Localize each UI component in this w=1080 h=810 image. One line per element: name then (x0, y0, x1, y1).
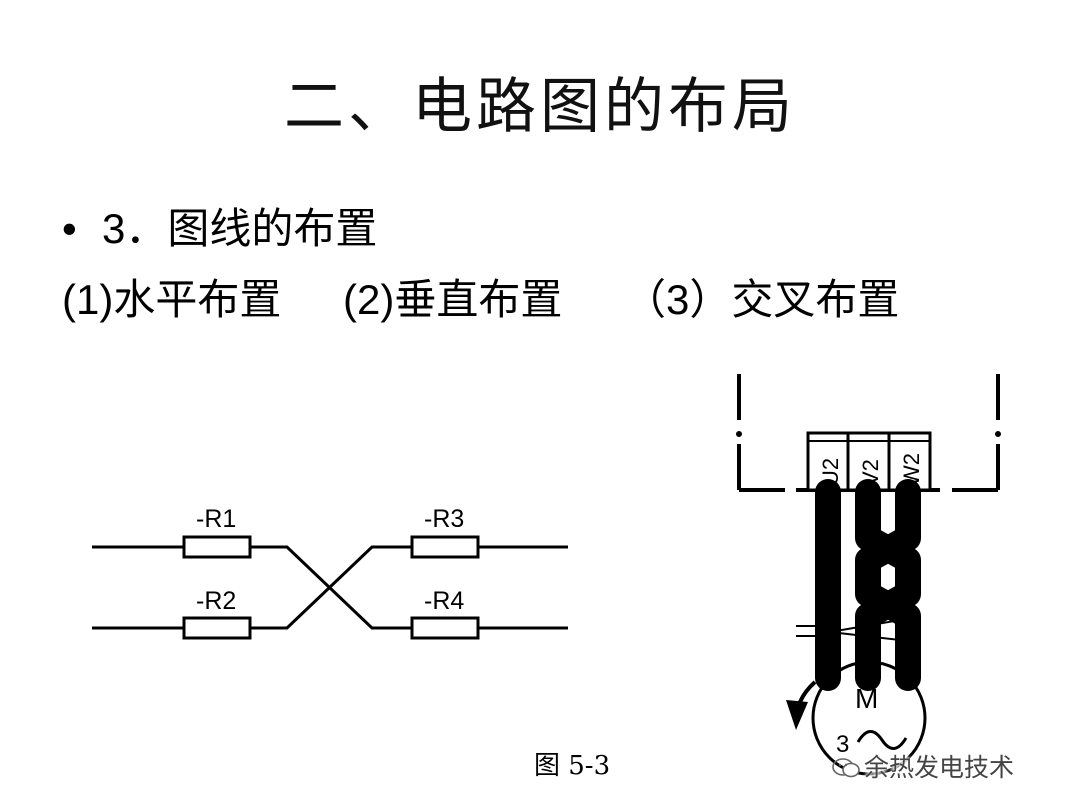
terminal-label-v2: V2 (858, 459, 883, 486)
wechat-icon (832, 756, 860, 778)
motor-phase-label: 3 (836, 731, 849, 758)
option-vertical: (2)垂直布置 (343, 276, 563, 323)
rotation-arrowhead (786, 700, 808, 730)
watermark: 余热发电技术 (832, 748, 1014, 784)
bullet-dot: • (62, 205, 77, 252)
label-r1: -R1 (196, 505, 236, 533)
housing-dot-right (995, 431, 1001, 437)
conductor-v (855, 479, 921, 691)
label-r3: -R3 (424, 505, 464, 533)
terminal-label-w2: W2 (899, 453, 924, 486)
housing-dot-left (736, 431, 742, 437)
resistor-r3 (410, 535, 480, 559)
motor-terminal-diagram (736, 374, 1001, 776)
layout-options: (1)水平布置 (2)垂直布置 （3）交叉布置 (62, 266, 949, 327)
resistor-r2 (182, 616, 252, 640)
section-heading-text: 3．图线的布置 (102, 205, 378, 252)
watermark-text: 余热发电技术 (864, 753, 1015, 782)
page-title: 二、电路图的布局 (284, 72, 796, 142)
option-horizontal: (1)水平布置 (62, 276, 282, 323)
option-crossed: （3）交叉布置 (624, 276, 900, 323)
wire-bottom-cross (250, 545, 412, 630)
crossed-resistor-diagram (92, 535, 568, 640)
motor-label: M (855, 683, 878, 714)
label-r2: -R2 (196, 587, 236, 615)
terminal-label-u2: U2 (818, 458, 843, 486)
section-heading: • 3．图线的布置 (62, 195, 377, 256)
ac-tilde (856, 730, 908, 750)
resistor-r4 (410, 616, 480, 640)
figure-caption: 图 5-3 (534, 751, 611, 781)
resistor-r1 (182, 535, 252, 559)
label-r4: -R4 (424, 587, 464, 615)
conductor-w (855, 479, 921, 691)
